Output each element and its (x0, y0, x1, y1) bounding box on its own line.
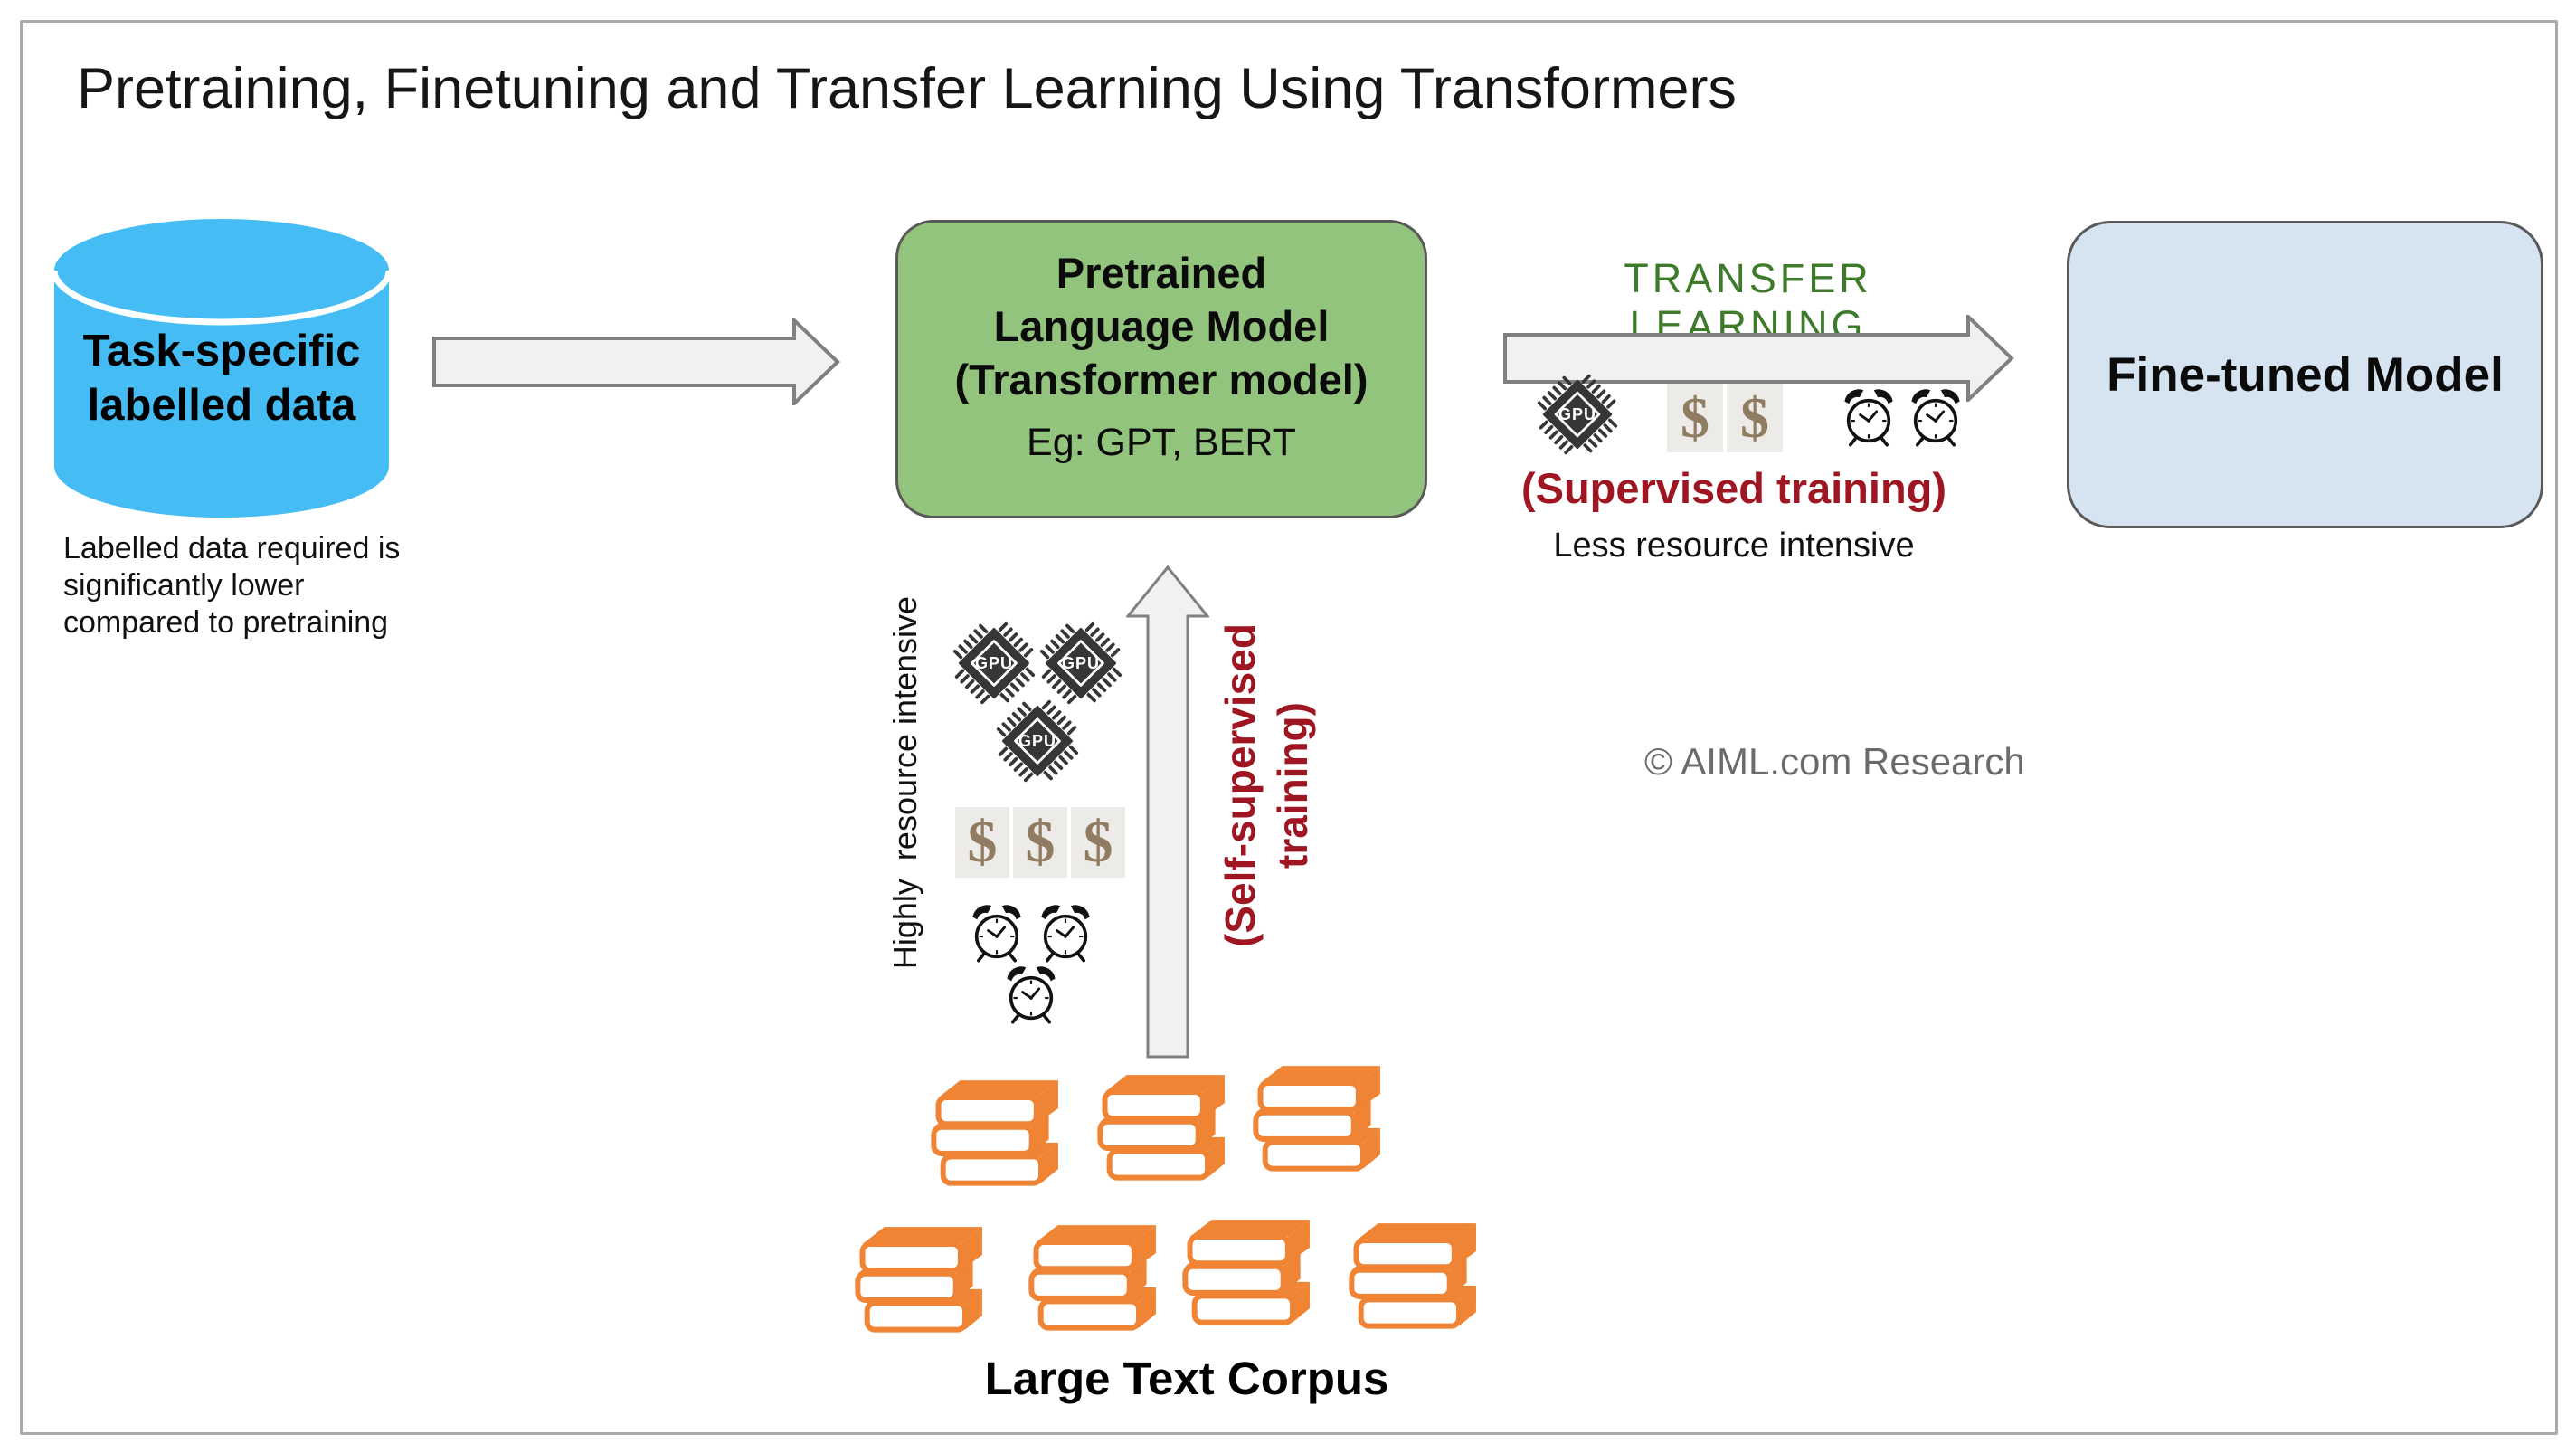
book-stack-icon (1011, 1202, 1167, 1350)
gpu-chip-icon: GPU (1536, 373, 1619, 456)
arrow-finetune-input (432, 318, 840, 405)
pretrained-model-examples: Eg: GPT, BERT (1027, 421, 1296, 464)
gpu-chip-label: GPU (1061, 653, 1100, 672)
gpu-chip-icon: GPU (1038, 621, 1123, 706)
page-title: Pretraining, Finetuning and Transfer Lea… (77, 57, 1737, 120)
alarm-clock-icon (1836, 384, 1901, 449)
alarm-clock-icon (964, 899, 1029, 964)
self-supervised-line2: training) (1269, 702, 1316, 869)
supervised-training-label: (Supervised training) (1520, 464, 1947, 512)
task-data-note-line1: Labelled data required is (63, 531, 401, 565)
book-stack-icon (1236, 1042, 1391, 1191)
task-data-label-line1: Task-specific (82, 327, 361, 375)
gpu-chip-label: GPU (974, 653, 1013, 672)
task-data-label-line2: labelled data (87, 381, 356, 430)
pretrained-model-title-line1: Pretrained (1056, 249, 1267, 297)
finetuned-model-label: Fine-tuned Model (2107, 347, 2504, 402)
book-stack-icon (914, 1057, 1069, 1205)
self-supervised-line1: (Self-supervised (1217, 623, 1264, 947)
gpu-chip-label: GPU (1018, 731, 1056, 750)
pretrained-model-box: Pretrained Language Model (Transformer m… (895, 220, 1427, 518)
task-data-note-line2: significantly lower (63, 568, 305, 603)
book-stack-icon (838, 1203, 993, 1352)
gpu-chip-icon: GPU (995, 698, 1080, 784)
gpu-chip-label: GPU (1558, 404, 1596, 423)
highly-resource-label: Highly resource intensive (886, 595, 923, 970)
pretrained-model-title-line3: (Transformer model) (954, 356, 1368, 404)
database-cylinder-icon (51, 219, 393, 518)
dollar-cost-icon: $ (1667, 384, 1723, 452)
dollar-cost-icon: $ (1071, 807, 1125, 878)
corpus-label: Large Text Corpus (984, 1353, 1389, 1404)
alarm-clock-icon (999, 961, 1064, 1026)
book-stack-icon (1331, 1200, 1487, 1348)
pretrained-model-title-line2: Language Model (993, 302, 1330, 350)
task-data-label: Task-specific labelled data (50, 324, 393, 432)
alarm-clock-icon (1903, 384, 1968, 449)
book-stack-icon (1165, 1196, 1321, 1344)
dollar-cost-icon: $ (955, 807, 1009, 878)
alarm-clock-icon (1033, 899, 1098, 964)
dollar-cost-icon: $ (1013, 807, 1067, 878)
arrow-pretraining-up (1126, 565, 1209, 1059)
gpu-chip-icon: GPU (952, 621, 1037, 706)
dollar-cost-icon: $ (1727, 384, 1783, 452)
page-border (20, 20, 2558, 1435)
task-data-note-line3: compared to pretraining (63, 605, 389, 640)
finetuned-model-box: Fine-tuned Model (2067, 221, 2543, 528)
task-data-note: Labelled data required is significantly … (63, 530, 479, 641)
copyright-note: © AIML.com Research (1644, 740, 2025, 783)
self-supervised-training-label: (Self-supervised training) (1214, 550, 1322, 1021)
book-stack-icon (1080, 1051, 1236, 1200)
less-resource-label: Less resource intensive (1553, 527, 1915, 565)
